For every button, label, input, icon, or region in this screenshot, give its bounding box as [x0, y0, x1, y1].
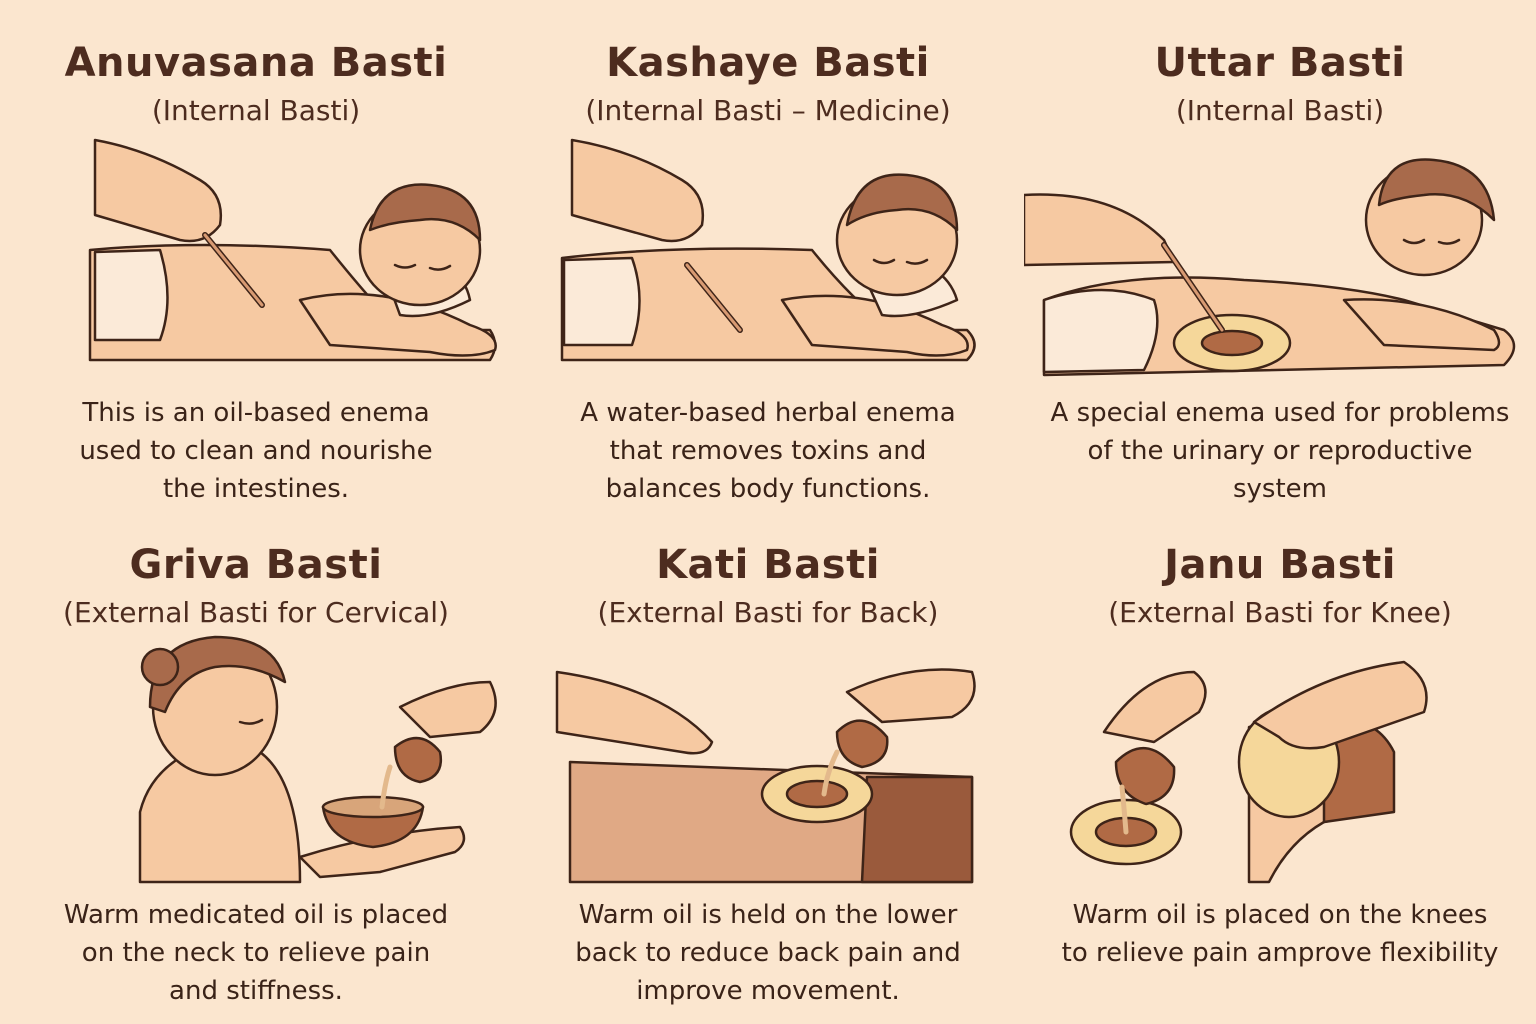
description-line: A water-based herbal enema	[580, 398, 956, 428]
back-oil-ring-illustration	[555, 668, 976, 884]
lying-patient-dough-ring-illustration	[1024, 158, 1516, 377]
panel-title: Kati Basti	[656, 542, 880, 588]
description-line: to relieve pain amprove flexibility	[1061, 938, 1499, 968]
neck-oil-pouring-illustration	[138, 635, 497, 884]
description-line: Warm medicated oil is placed	[63, 900, 449, 930]
lying-patient-syringe-illustration	[560, 138, 976, 362]
panel-uttar-basti: Uttar Basti (Internal Basti) A special e…	[1024, 0, 1536, 512]
description-line: Warm oil is held on the lower	[578, 900, 958, 930]
panel-subtitle: (Internal Basti)	[151, 94, 361, 127]
lying-patient-syringe-illustration	[88, 138, 497, 362]
knee-oil-ring-illustration	[1069, 660, 1428, 884]
panel-subtitle: (External Basti for Knee)	[1108, 596, 1452, 629]
panel-griva-basti: Griva Basti (External Basti for Cervical…	[0, 512, 512, 1024]
panel-description: A water-based herbal enema that removes …	[532, 394, 1004, 508]
description-line: that removes toxins and	[609, 436, 927, 466]
description-line: back to reduce back pain and	[575, 938, 961, 968]
panel-title: Janu Basti	[1164, 542, 1396, 588]
panel-description: Warm oil is held on the lower back to re…	[532, 896, 1004, 1010]
description-line: and stiffness.	[169, 976, 343, 1006]
description-line: used to clean and nourishe	[79, 436, 433, 466]
description-line: on the neck to relieve pain	[81, 938, 431, 968]
panel-subtitle: (External Basti for Cervical)	[63, 596, 449, 629]
panel-description: Warm oil is placed on the knees to relie…	[1044, 896, 1516, 972]
panel-subtitle: (External Basti for Back)	[597, 596, 939, 629]
panel-description: A special enema used for problems of the…	[1044, 394, 1516, 508]
description-line: of the urinary or reproductive system	[1087, 436, 1473, 504]
panel-subtitle: (Internal Basti – Medicine)	[585, 94, 951, 127]
description-line: improve movement.	[636, 976, 900, 1006]
panel-kashaye-basti: Kashaye Basti (Internal Basti – Medicine…	[512, 0, 1024, 512]
panel-subtitle: (Internal Basti)	[1175, 94, 1385, 127]
panel-anuvasana-basti: Anuvasana Basti (Internal Basti) This is…	[0, 0, 512, 512]
panel-title: Griva Basti	[129, 542, 383, 588]
panel-kati-basti: Kati Basti (External Basti for Back) War…	[512, 512, 1024, 1024]
panel-description: Warm medicated oil is placed on the neck…	[20, 896, 492, 1010]
description-line: the intestines.	[162, 474, 350, 504]
panel-title: Anuvasana Basti	[64, 40, 448, 86]
description-line: Warm oil is placed on the knees	[1072, 900, 1488, 930]
panel-janu-basti: Janu Basti (External Basti for Knee) War…	[1024, 512, 1536, 1024]
description-line: balances body functions.	[605, 474, 931, 504]
description-line: This is an oil-based enema	[82, 398, 430, 428]
panel-description: This is an oil-based enema used to clean…	[20, 394, 492, 508]
description-line: A special enema used for problems	[1050, 398, 1510, 428]
panel-title: Kashaye Basti	[606, 40, 930, 86]
panel-title: Uttar Basti	[1154, 40, 1406, 86]
